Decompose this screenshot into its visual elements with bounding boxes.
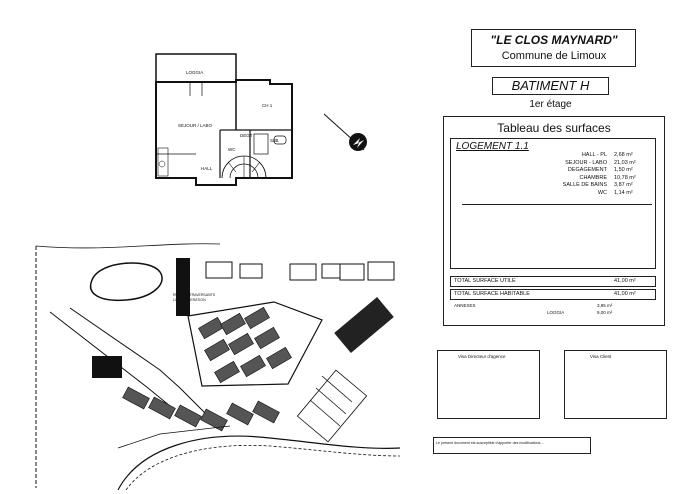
surface-row-label: CHAMBRE	[579, 174, 607, 181]
unit-label: LOGEMENT 1.1	[456, 141, 529, 152]
room-sdb: SdB	[270, 138, 279, 143]
surface-row-label: DEGAGEMENT	[567, 167, 607, 174]
room-hall: HALL	[201, 166, 213, 171]
surface-row-label: SEJOUR - LABO	[565, 159, 607, 166]
surface-row-value: 3,87 m²	[614, 182, 633, 189]
total-habitable-box	[450, 289, 656, 300]
surface-row-label: SALLE DE BAINS	[562, 182, 607, 189]
divider-line	[462, 204, 652, 205]
visa-client-box	[564, 350, 667, 419]
visa-agency-box	[437, 350, 540, 419]
room-sejour: SEJOUR / LABO	[178, 123, 213, 128]
loggia-value: 9,00 m²	[597, 310, 613, 315]
surface-row-label: HALL - PL	[581, 152, 607, 158]
room-loggia: LOGGIA	[186, 70, 204, 75]
loggia-label: LOGGIA	[547, 310, 565, 315]
total-habitable-value: 41,00 m²	[614, 291, 636, 297]
room-degagement: DEGT	[240, 133, 253, 138]
project-title: "LE CLOS MAYNARD"	[490, 33, 618, 47]
annexes-value: 3,95 m²	[597, 303, 613, 308]
north-arrow-icon	[323, 113, 367, 151]
footer-note-box	[433, 437, 591, 454]
surface-row-value: 2,68 m²	[614, 152, 633, 158]
floor-plan	[155, 53, 293, 186]
total-utile-value: 41,00 m²	[614, 278, 636, 284]
room-chambre: CH 1	[262, 103, 273, 108]
building-box	[492, 77, 609, 95]
building-name: BATIMENT H	[511, 78, 590, 93]
surfaces-inner	[450, 138, 656, 269]
surface-row-value: 1,50 m²	[614, 167, 633, 174]
surface-row-label: WC	[597, 190, 607, 196]
surfaces-title: Tableau des surfaces	[497, 121, 611, 135]
title-box	[471, 29, 636, 67]
site-plan	[35, 243, 401, 490]
commune-name: Commune de Limoux	[501, 50, 607, 62]
total-utile-box	[450, 276, 656, 287]
surfaces-frame	[443, 116, 665, 326]
annexes-label: ANNEXES	[454, 303, 476, 308]
site-label-street: RUE DES TRAVERSANTS	[173, 293, 216, 297]
footer-note: Le présent document est susceptible d'ap…	[436, 441, 545, 445]
visa-agency-label: Visa Directeur d'agence	[458, 354, 506, 359]
room-wc: WC	[228, 147, 236, 152]
surface-row-value: 10,78 m²	[614, 174, 636, 181]
total-utile-label: TOTAL SURFACE UTILE	[454, 278, 516, 284]
visa-client-label: Visa Client	[590, 354, 612, 359]
site-label-limit: LIMITE OPERATION	[173, 298, 206, 302]
floor-label: 1er étage	[529, 99, 572, 110]
total-habitable-label: TOTAL SURFACE HABITABLE	[454, 291, 530, 297]
surface-row-value: 1,14 m²	[614, 190, 633, 196]
surface-row-value: 21,03 m²	[614, 159, 636, 166]
